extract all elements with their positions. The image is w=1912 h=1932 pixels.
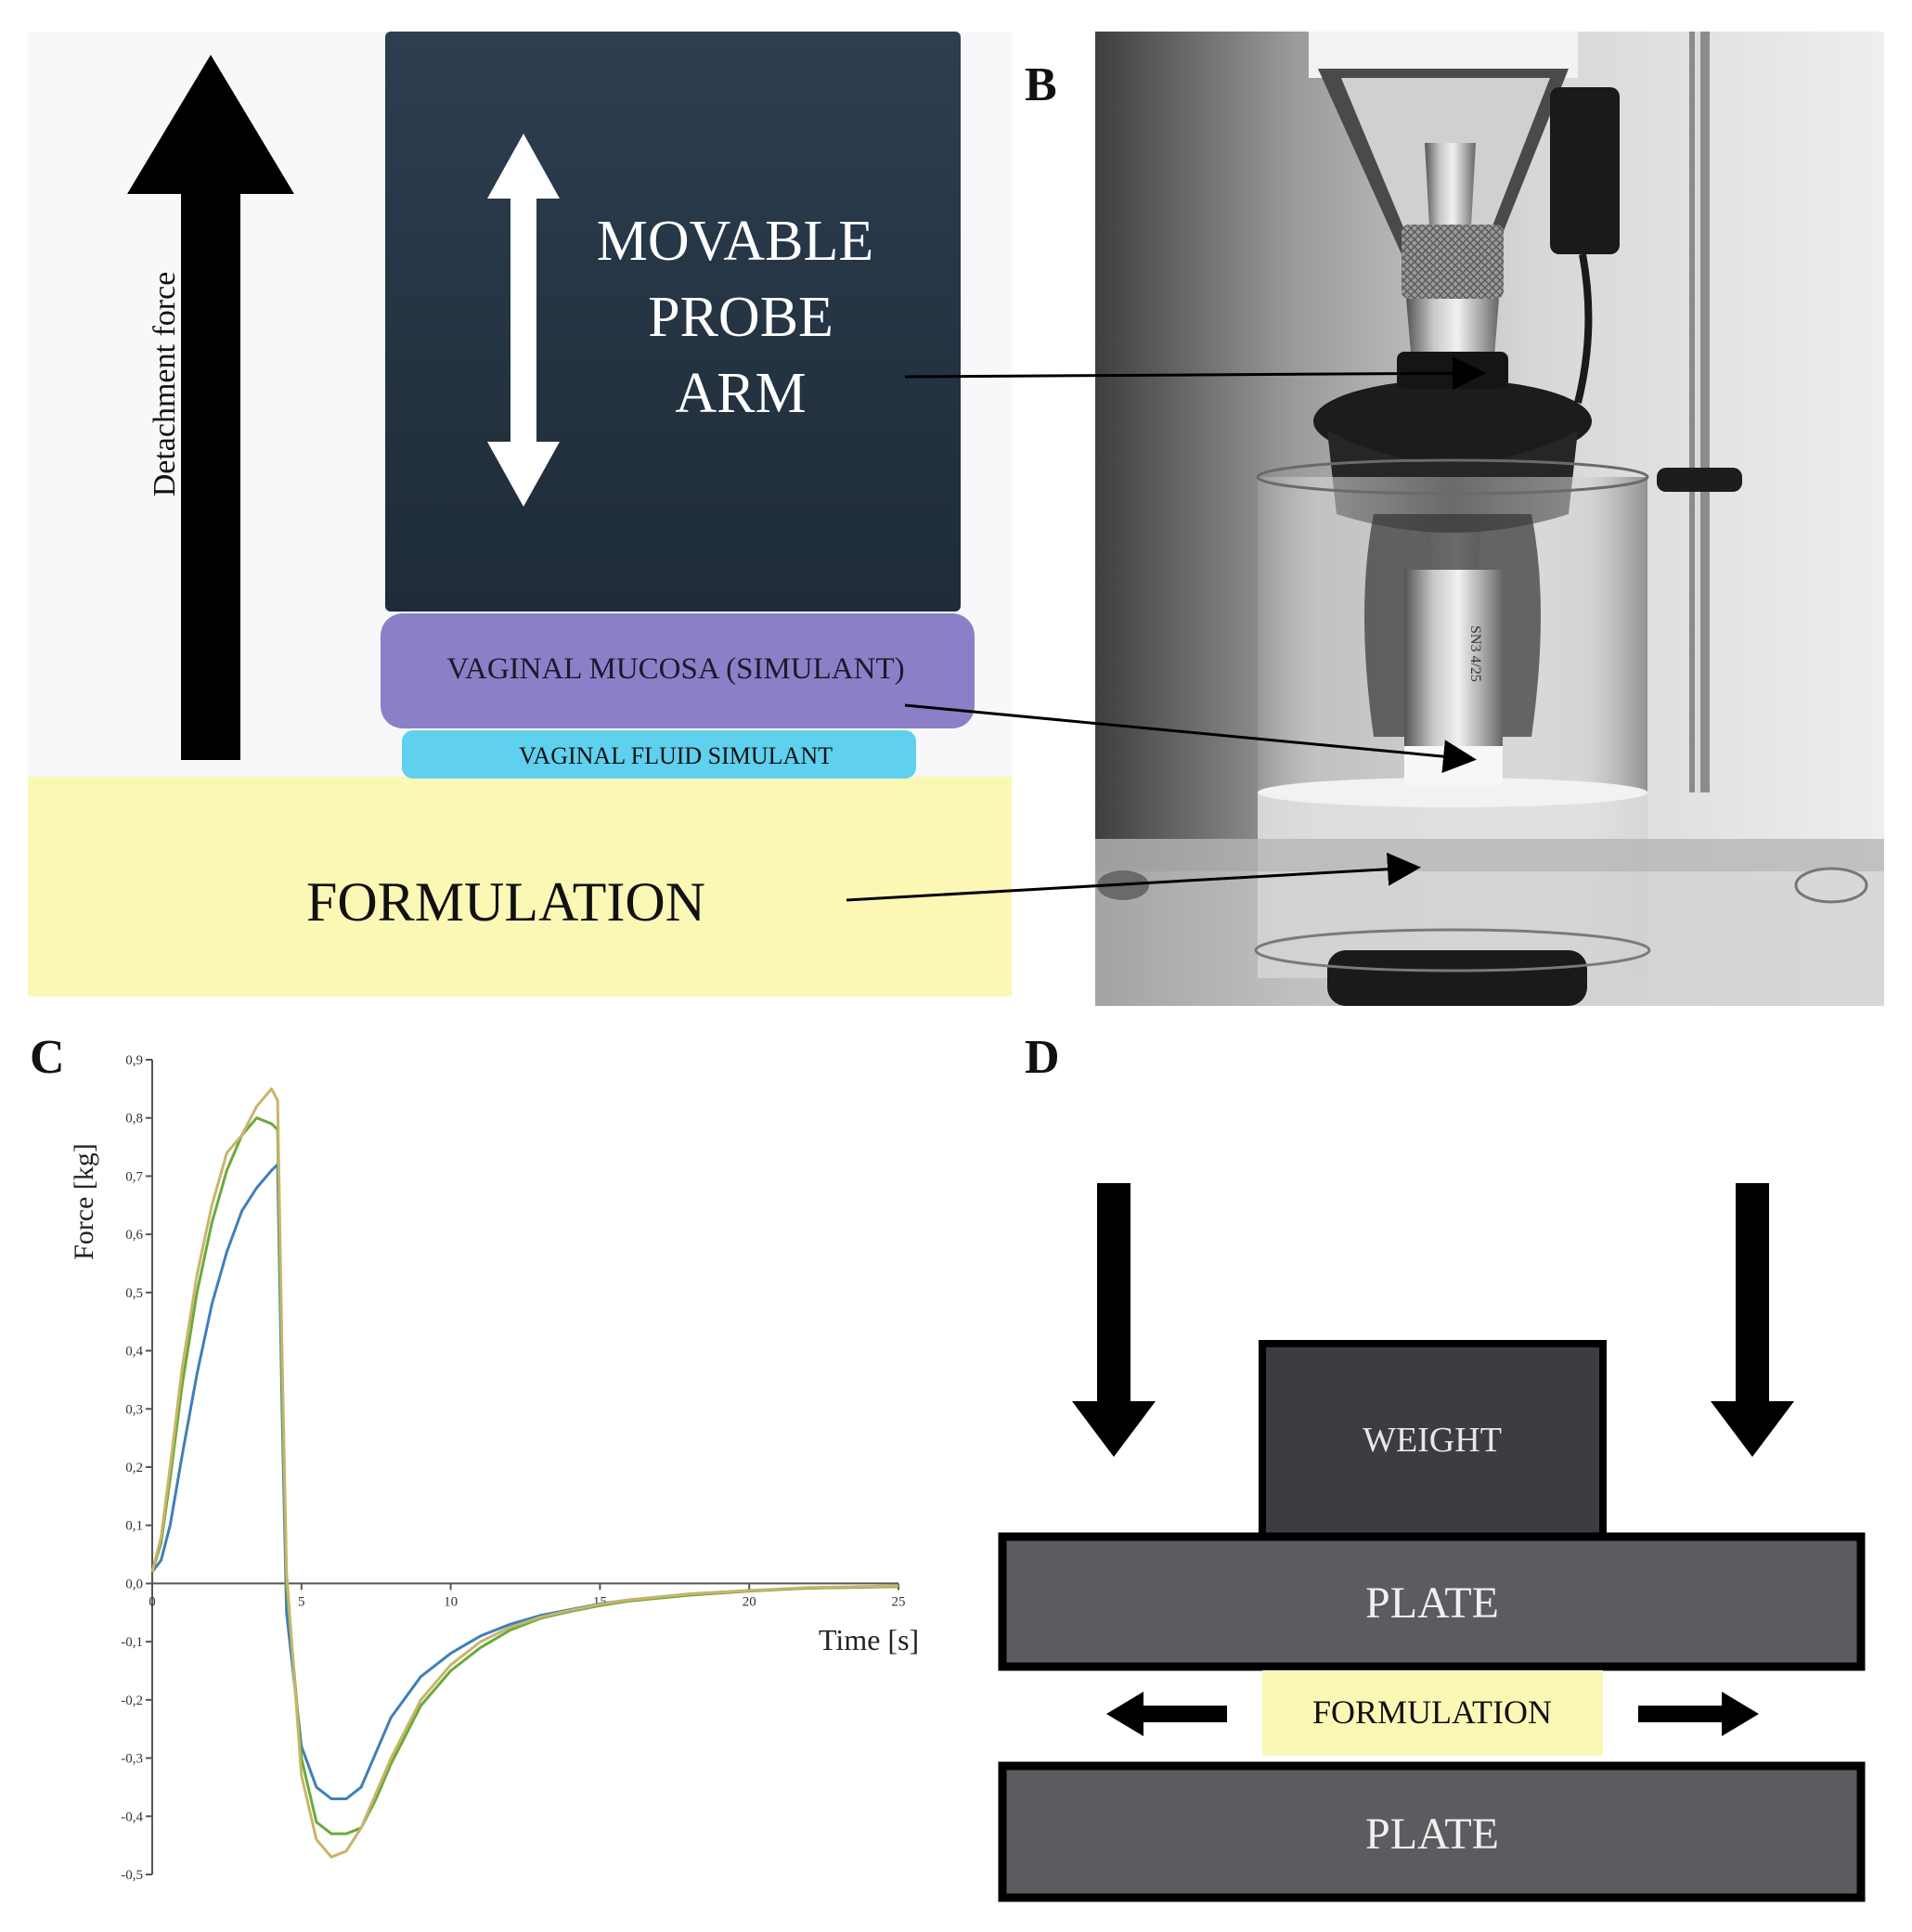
chart-y-tick-label: 0,9 (125, 1053, 143, 1068)
chart-y-tick-label: -0,5 (121, 1868, 143, 1883)
chart-x-tick-label: 5 (298, 1594, 305, 1609)
panel-d-letter: D (1025, 1031, 1060, 1084)
detachment-force-arrow (127, 55, 294, 760)
chart-y-tick-label: -0,1 (121, 1635, 143, 1650)
panel-a-b-connector-arrows (846, 356, 1486, 902)
detachment-force-label: Detachment force (148, 272, 182, 497)
formulation-label: FORMULATION (306, 871, 705, 933)
chart-series-line-1 (150, 1163, 899, 1800)
chart-y-tick-label: 0,0 (125, 1577, 143, 1591)
weight-block (1259, 1340, 1607, 1540)
probe-label-line-1: MOVABLE (597, 210, 874, 273)
panel-a-diagram: Detachment force FORMULATION MOVABLE PRO… (28, 32, 1012, 997)
chart-series-line-3 (150, 1087, 899, 1859)
panel-b-letter: B (1025, 58, 1057, 111)
chart-y-axis-label: Force [kg] (69, 1143, 99, 1260)
chart-y-tick-label: -0,4 (121, 1810, 143, 1824)
bottom-plate-label: PLATE (1365, 1810, 1499, 1859)
top-plate (998, 1532, 1866, 1671)
panel-c-letter: C (30, 1031, 65, 1084)
panel-d-formulation-label: FORMULATION (1312, 1694, 1552, 1731)
probe-marking: SN3 4/25 (1467, 625, 1483, 682)
fluid-label: VAGINAL FLUID SIMULANT (519, 742, 833, 769)
chart-y-tick-label: 0,8 (125, 1112, 143, 1127)
force-time-chart: 0,9 0,8 0,7 0,6 0,5 0,4 0,3 0,2 0,1 0,0 -0,1 -0,2 -0… (69, 1053, 919, 1883)
chart-y-tick-label: 0,6 (125, 1228, 143, 1243)
right-spread-arrow (1638, 1692, 1759, 1736)
chart-x-tick-label: 10 (444, 1594, 458, 1609)
panel-d-diagram: WEIGHT PLATE FORMULATION PLATE (998, 1183, 1866, 1902)
mucosa-pointer-arrow (904, 703, 1477, 774)
chart-y-tick-label: 0,3 (125, 1402, 143, 1417)
chart-x-tick-label: 25 (892, 1594, 906, 1609)
chart-x-axis-label: Time [s] (819, 1623, 919, 1656)
chart-y-tick-label: -0,3 (121, 1752, 143, 1767)
chart-y-tick-label: -0,2 (121, 1694, 143, 1708)
bottom-plate (998, 1761, 1866, 1902)
weight-label: WEIGHT (1363, 1421, 1502, 1460)
chart-series-line-2 (150, 1116, 899, 1835)
probe-label-line-2: PROBE (648, 286, 833, 349)
chart-y-tick-label: 0,1 (125, 1519, 143, 1534)
probe-arm-pointer-arrow (904, 356, 1486, 391)
mucosa-label: VAGINAL MUCOSA (SIMULANT) (446, 652, 904, 686)
panel-b-photo: SN3 4/25 (1095, 32, 1884, 1006)
probe-label-line-3: ARM (675, 362, 806, 425)
chart-x-tick-label: 0 (149, 1594, 156, 1609)
chart-y-tick-label: 0,7 (125, 1169, 143, 1184)
top-plate-label: PLATE (1365, 1578, 1499, 1628)
formulation-pointer-arrow (846, 852, 1421, 902)
chart-x-tick-label: 20 (743, 1594, 756, 1609)
right-down-arrow (1711, 1183, 1794, 1457)
left-down-arrow (1072, 1183, 1156, 1457)
vaginal-mucosa-layer (381, 613, 975, 728)
vaginal-fluid-layer (402, 730, 916, 779)
chart-y-tick-label: 0,5 (125, 1286, 143, 1301)
chart-y-tick-label: 0,2 (125, 1461, 143, 1475)
chart-y-tick-label: 0,4 (125, 1345, 143, 1359)
formulation-sample (1262, 1670, 1603, 1756)
formulation-block (28, 777, 1012, 997)
left-spread-arrow (1106, 1692, 1227, 1736)
probe-double-arrow (487, 134, 560, 507)
